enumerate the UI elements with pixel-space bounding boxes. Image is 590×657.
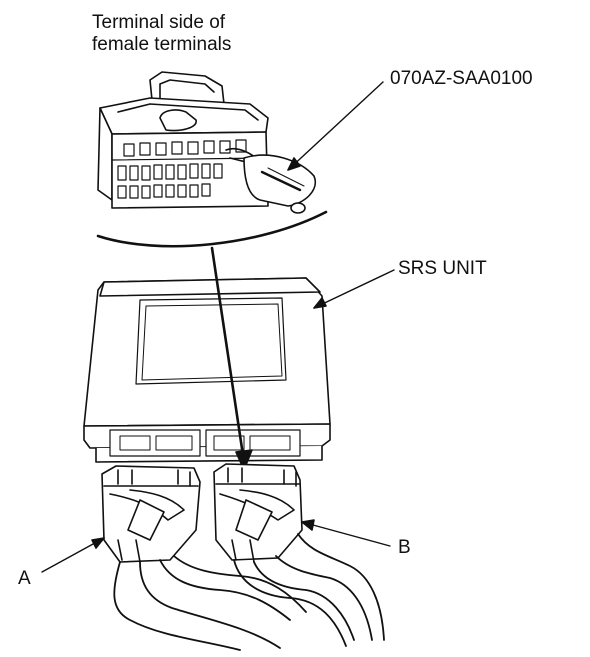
connector-a-drawing	[101, 465, 201, 563]
tool-leader-line	[287, 81, 384, 171]
tool-part-number-label: 070AZ-SAA0100	[390, 68, 533, 89]
service-tool-drawing	[225, 147, 317, 214]
terminal-side-caption-line1: Terminal side of	[92, 12, 226, 33]
female-connector-drawing	[97, 71, 317, 214]
connector-b-label: B	[398, 537, 411, 558]
insertion-arrow-line	[210, 246, 246, 464]
insertion-arrow-head	[235, 449, 253, 471]
view-separator-arc	[96, 210, 328, 248]
connector-a-label: A	[18, 568, 31, 589]
srs-unit-leader-line	[313, 269, 395, 309]
wire-harnesses	[113, 533, 385, 651]
tool-leader-arrowhead	[287, 157, 301, 171]
connector-b-leader-arrowhead	[301, 519, 315, 531]
terminal-side-caption: Terminal side of female terminals	[92, 12, 231, 56]
terminal-cavities	[111, 139, 267, 199]
connector-b-leader-line	[301, 521, 391, 547]
srs-unit-leader-arrowhead	[313, 297, 327, 309]
srs-unit-label: SRS UNIT	[398, 258, 487, 279]
connector-a-leader-arrowhead	[91, 537, 105, 549]
srs-unit-drawing	[83, 277, 331, 463]
terminal-side-caption-line2: female terminals	[92, 34, 232, 55]
connector-b-drawing	[213, 463, 303, 563]
